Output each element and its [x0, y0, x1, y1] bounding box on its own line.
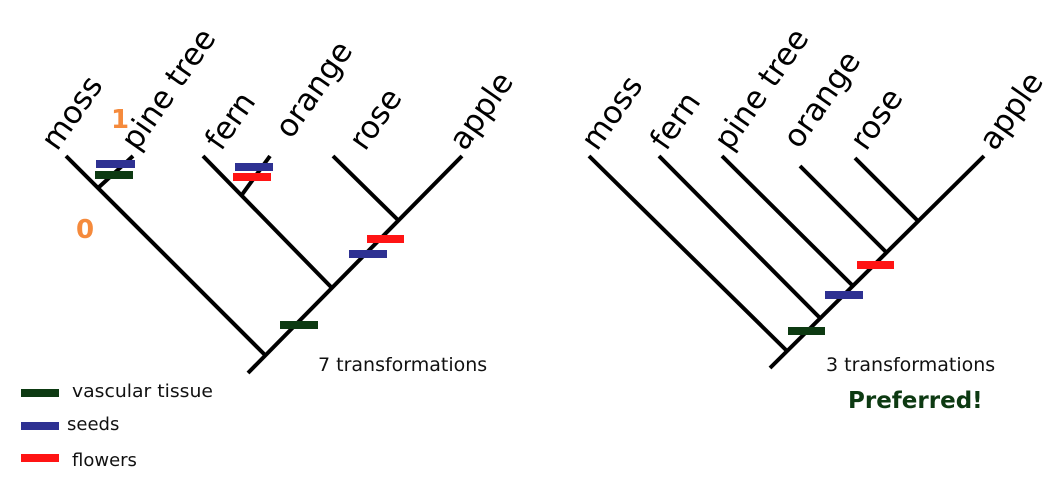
right-branch-fern	[657, 154, 822, 320]
left-branch-fern	[201, 154, 334, 290]
left-taxon-rose: rose	[342, 82, 409, 157]
right-mark-flowers	[857, 261, 894, 269]
right-branch-pine-tree	[720, 154, 855, 288]
left-mark-seeds-pine	[96, 160, 135, 168]
legend-label-seeds: seeds	[67, 414, 119, 435]
left-mark-vascular-base	[280, 321, 318, 329]
right-taxon-moss: moss	[574, 69, 650, 156]
left-mark-vascular-pine	[95, 171, 133, 179]
legend-label-flowers: flowers	[72, 450, 137, 471]
left-taxon-apple: apple	[442, 65, 521, 156]
left-taxon-moss: moss	[34, 69, 110, 156]
right-branch-orange	[798, 164, 889, 255]
state-label-one: 1	[111, 105, 129, 135]
legend-item-seeds: seeds	[21, 414, 119, 435]
legend-item-vascular-tissue: vascular tissue	[21, 381, 213, 402]
legend-swatch-flowers	[21, 454, 59, 462]
state-label-zero: 0	[76, 215, 94, 245]
right-taxon-fern: fern	[643, 85, 708, 156]
legend-item-flowers: flowers	[21, 450, 137, 471]
right-mark-seeds	[825, 291, 863, 299]
legend-swatch-vascular-tissue	[21, 389, 59, 397]
left-taxon-fern: fern	[198, 85, 263, 156]
left-mark-seeds-orange	[235, 163, 273, 171]
right-branch-rose	[853, 156, 920, 223]
right-mark-vascular	[788, 327, 825, 335]
right-taxon-apple: apple	[972, 65, 1051, 156]
preferred-label: Preferred!	[848, 388, 983, 414]
left-caption: 7 transformations	[318, 354, 487, 376]
left-branch-moss	[64, 154, 267, 357]
left-mark-flowers-rose-apple	[367, 235, 404, 243]
left-mark-flowers-orange	[233, 173, 271, 181]
left-branch-rose	[331, 154, 401, 223]
left-tree-trunk	[246, 154, 464, 375]
right-taxon-rose: rose	[843, 82, 910, 157]
right-branch-moss	[587, 154, 789, 353]
left-cladogram: moss pine tree fern orange rose apple 1 …	[34, 22, 521, 376]
left-mark-seeds-rose-apple	[349, 250, 387, 258]
legend-label-vascular-tissue: vascular tissue	[72, 381, 213, 402]
legend: vascular tissue seeds flowers	[21, 381, 213, 471]
right-caption: 3 transformations	[826, 354, 995, 376]
left-taxon-orange: orange	[268, 35, 360, 145]
legend-swatch-seeds	[21, 422, 59, 430]
right-cladogram: moss fern pine tree orange rose apple 3 …	[574, 22, 1051, 414]
